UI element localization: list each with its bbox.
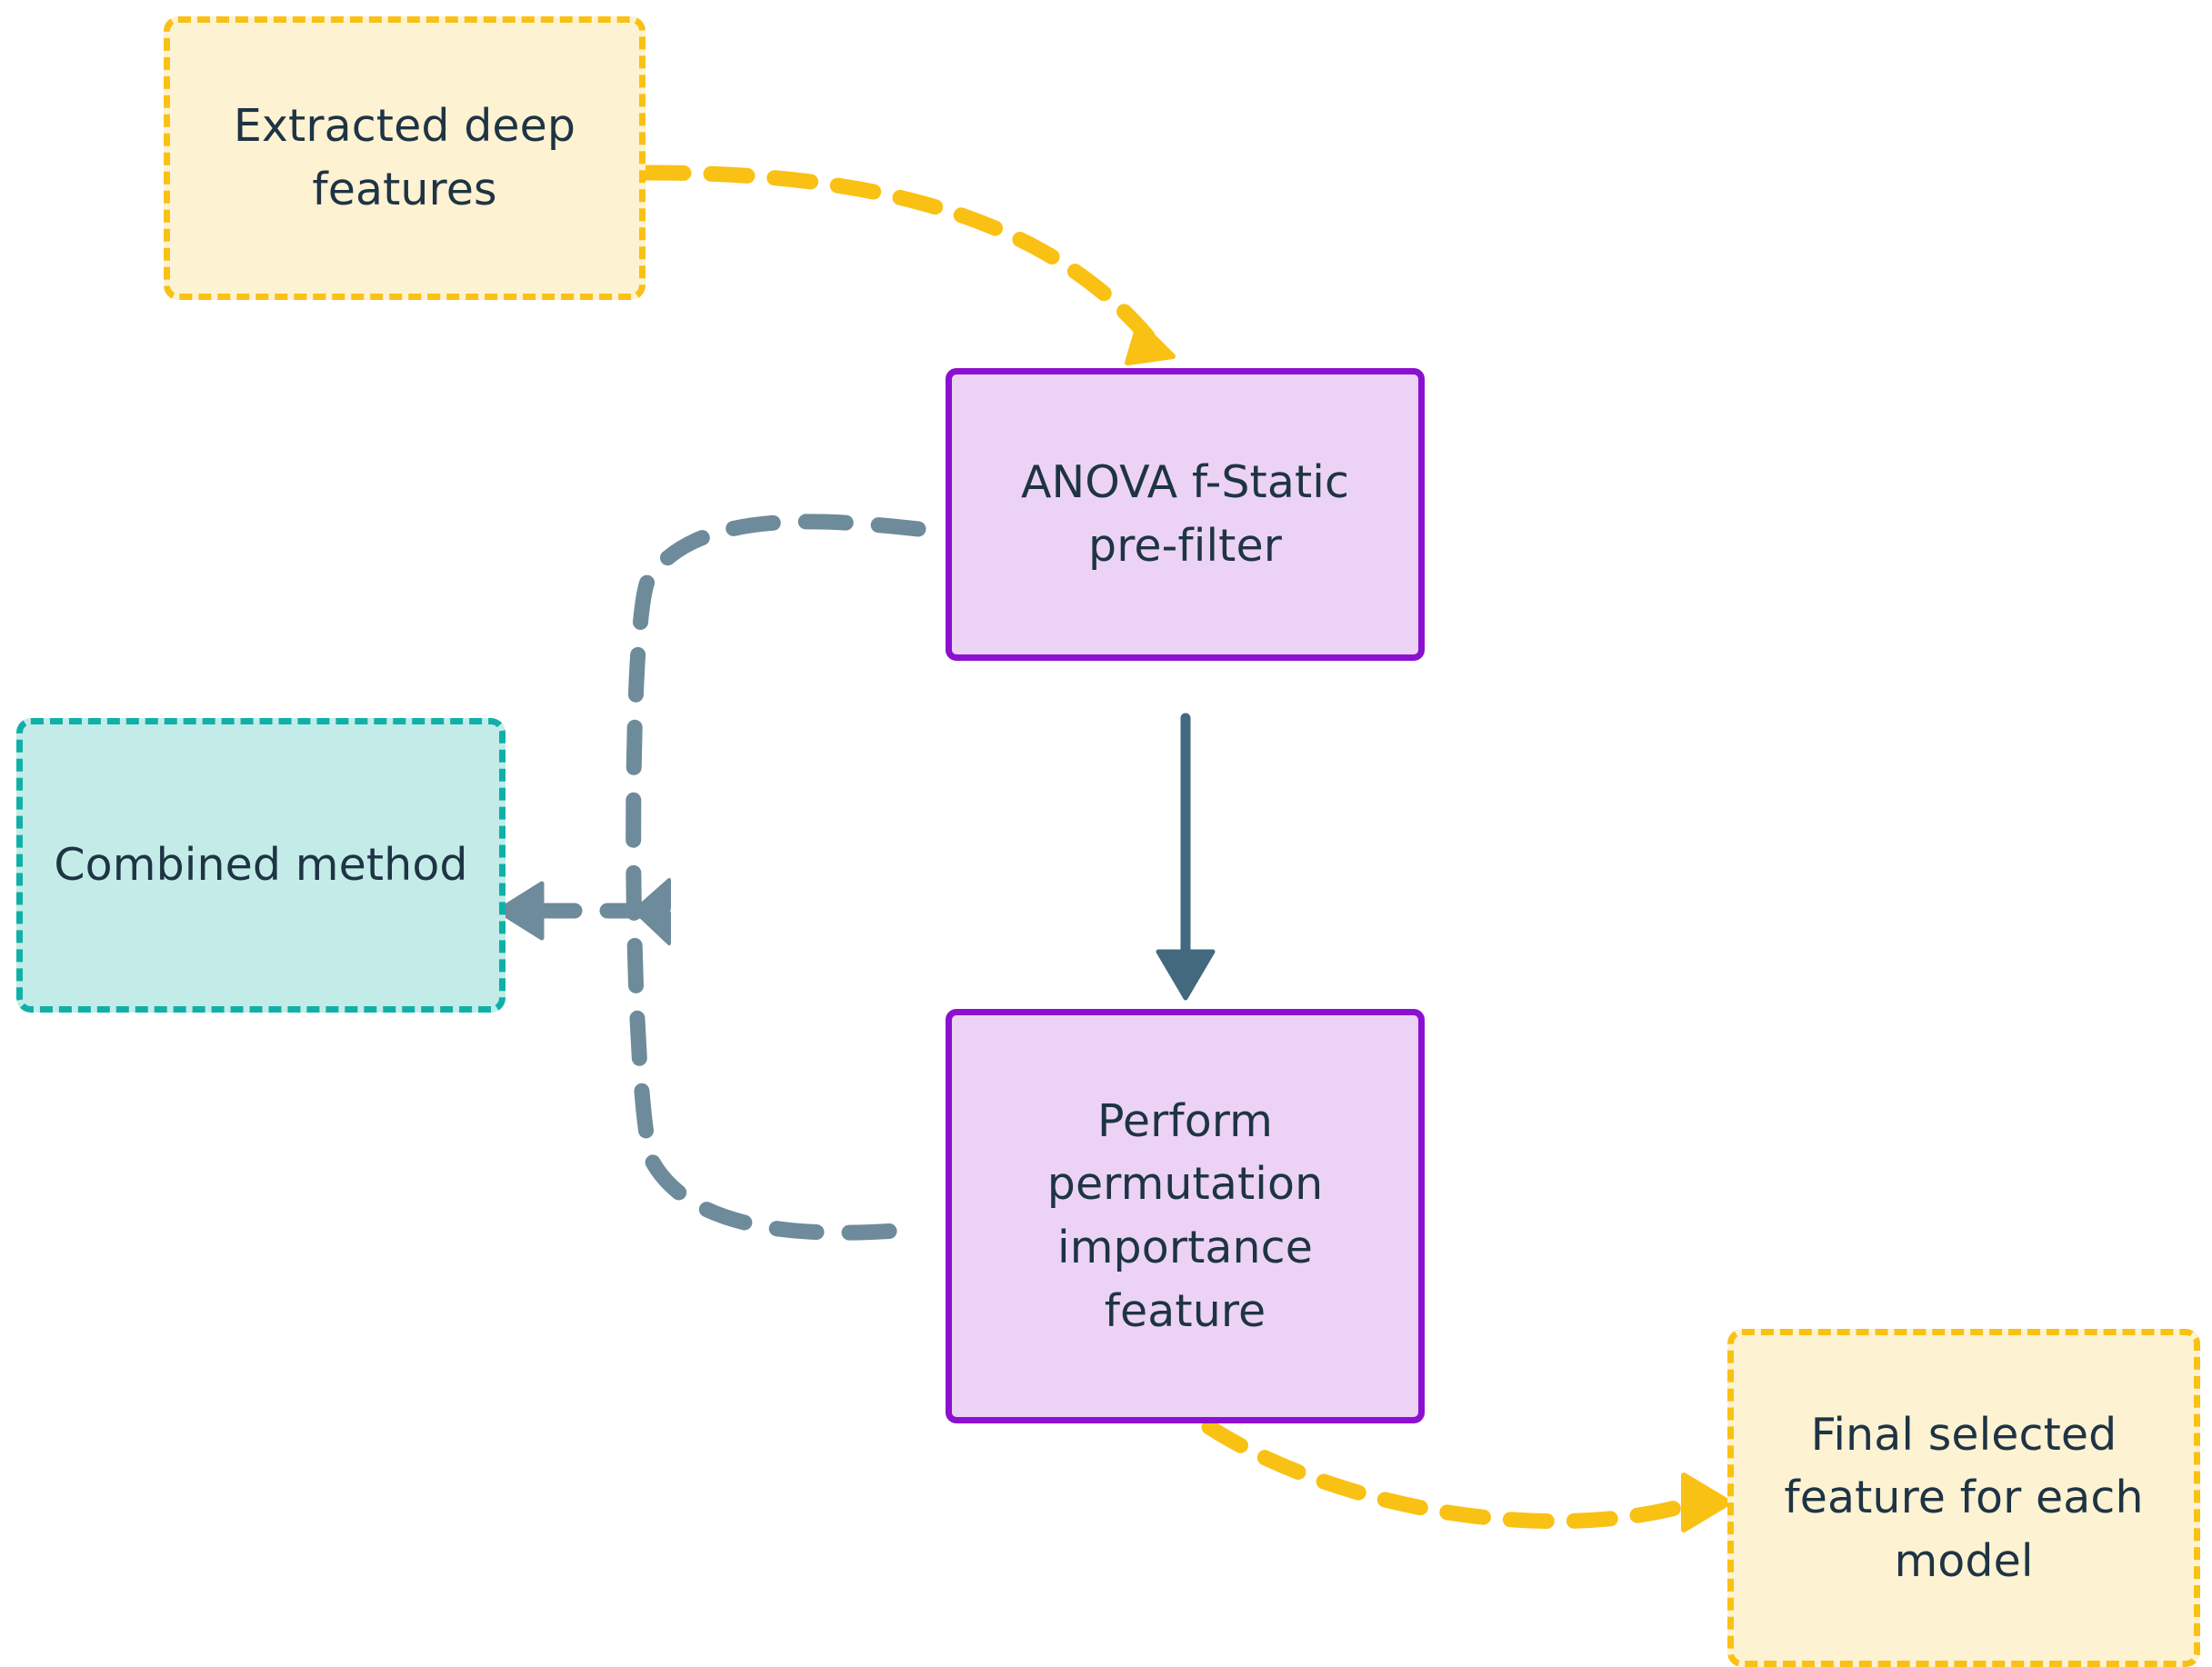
edge-anova-to-permutation-arrowhead — [1156, 949, 1216, 1001]
edge-extracted-to-anova-path — [639, 165, 1156, 344]
edge-permutation-to-final-arrowhead — [1681, 1472, 1732, 1532]
node-perform-permutation-importance-feature-label: Perform permutation importance feature — [1046, 1094, 1324, 1337]
edge-bracket-path — [626, 514, 926, 1241]
node-anova-f-static-pre-filter-label: ANOVA f-Static pre-filter — [1020, 456, 1350, 572]
edge-extracted-to-anova — [639, 165, 1176, 365]
edge-extracted-to-anova-arrowhead — [1125, 320, 1176, 365]
edge-anova-permutation-bracket-to-combined — [495, 514, 926, 1241]
node-extracted-deep-features-label: Extracted deep features — [233, 100, 576, 215]
edge-permutation-to-final-path — [1201, 1419, 1697, 1530]
node-final-selected-feature-for-each-model[interactable]: Final selected feature for each model — [1727, 1329, 2200, 1667]
edge-anova-to-permutation — [1156, 713, 1216, 1001]
node-final-selected-feature-for-each-model-label: Final selected feature for each model — [1784, 1408, 2144, 1587]
edge-permutation-to-final — [1201, 1419, 1732, 1532]
node-perform-permutation-importance-feature[interactable]: Perform permutation importance feature — [946, 1009, 1425, 1423]
edge-bracket-junction-arrowhead-upper — [635, 878, 671, 911]
node-combined-method-label: Combined method — [54, 839, 468, 892]
node-combined-method[interactable]: Combined method — [16, 718, 505, 1013]
node-extracted-deep-features[interactable]: Extracted deep features — [164, 16, 646, 300]
edge-bracket-junction-arrowhead-lower — [635, 911, 671, 945]
node-anova-f-static-pre-filter[interactable]: ANOVA f-Static pre-filter — [946, 368, 1425, 661]
